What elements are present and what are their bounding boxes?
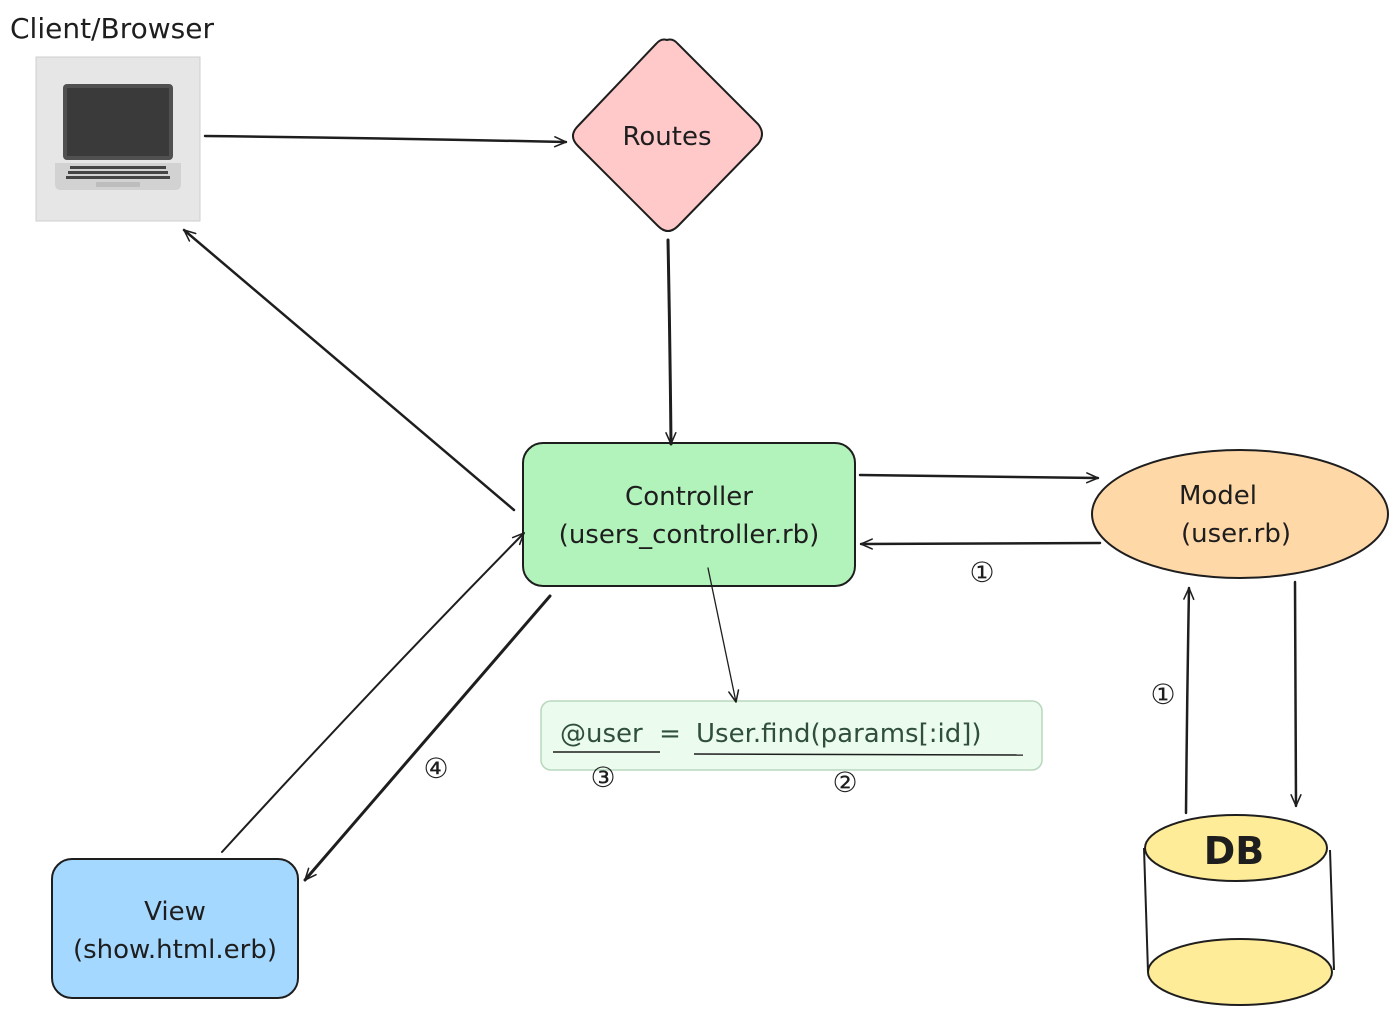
view-file: (show.html.erb) [73,935,277,965]
marker-db-to-model: ① [1150,678,1175,711]
arrow-routes-to-controller [665,238,677,446]
arrow-controller-to-model [858,472,1100,484]
rhs-underline [693,753,1024,756]
model-title: Model [1179,481,1257,511]
db-node: DB [1143,814,1335,1006]
code-lhs: @user [560,719,643,749]
arrow-controller-to-client [182,228,516,512]
arrow-model-to-db [1290,580,1302,808]
arrow-client-to-routes [203,134,568,148]
controller-node: Controller (users_controller.rb) [522,442,856,587]
marker-controller-to-view: ④ [423,752,448,785]
client-title: Client/Browser [10,12,214,45]
code-equals: = [659,719,681,749]
marker-model-to-controller: ① [969,556,994,589]
arrow-controller-to-view [303,594,552,882]
view-title: View [144,897,206,927]
arrow-model-to-controller [859,538,1102,550]
marker-rhs: ② [832,766,857,799]
routes-label: Routes [622,122,711,152]
routes-node: Routes [572,38,763,232]
marker-lhs: ③ [590,761,615,794]
model-file: (user.rb) [1181,519,1291,549]
model-node: Model (user.rb) [1091,449,1389,579]
code-snippet: @user = User.find(params[:id]) [540,700,1043,771]
arrow-controller-to-code [707,567,740,703]
controller-file: (users_controller.rb) [559,520,820,550]
laptop-icon [35,56,201,222]
controller-title: Controller [625,482,753,512]
arrow-db-to-model [1183,586,1195,815]
code-rhs: User.find(params[:id]) [696,719,982,749]
db-label: DB [1204,829,1265,873]
arrow-view-to-controller [221,532,525,853]
view-node: View (show.html.erb) [51,858,299,999]
